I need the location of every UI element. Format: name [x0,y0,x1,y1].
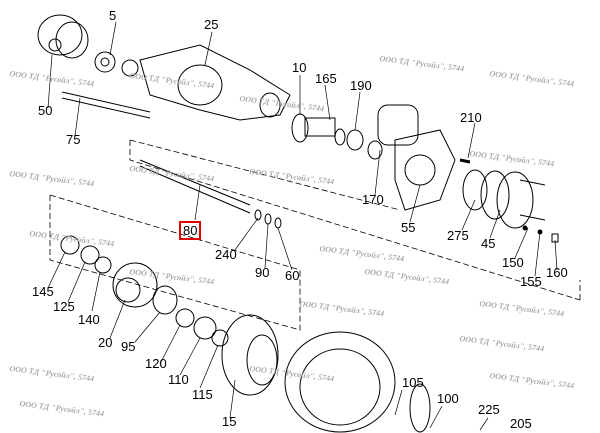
brake-chamber-190 [377,104,456,211]
part-label-25: 25 [204,17,219,32]
part-label-90: 90 [255,265,270,280]
stud-160 [551,233,559,243]
pin-210 [459,158,471,164]
slack-adjuster-center [100,57,110,67]
axle-shaft-75 [61,91,151,119]
part-label-125: 125 [53,299,75,314]
part-label-240: 240 [215,247,237,262]
part-label-275: 275 [447,228,469,243]
part-label-150: 150 [502,255,524,270]
part-label-210: 210 [460,110,482,125]
leader-lines [47,21,558,431]
axle-housing-part [139,44,291,121]
brake-drum-100 [284,331,431,433]
part-label-45: 45 [481,236,496,251]
part-label-120: 120 [145,356,167,371]
part-label-160: 160 [546,265,568,280]
assembly-outline [49,139,581,331]
brake-chamber-part [37,14,89,59]
part-label-80-highlighted: 80 [179,221,202,240]
part-label-115: 115 [192,387,213,402]
slack-adjuster-part [94,51,116,73]
part-label-190: 190 [350,78,372,93]
part-label-155: 155 [520,274,542,289]
part-label-95: 95 [121,339,136,354]
part-label-5: 5 [109,8,117,23]
part-label-15: 15 [222,414,237,429]
nut-155 [537,229,543,235]
part-label-205: 205 [510,416,532,431]
part-label-105: 105 [402,375,424,390]
hub-part [291,113,383,160]
part-label-60: 60 [285,268,300,283]
part-label-165: 165 [315,71,337,86]
washer-150 [522,225,528,231]
part-label-55: 55 [401,220,416,235]
part-label-110: 110 [168,372,189,387]
part-label-100: 100 [437,391,459,406]
wheel-hub-15 [221,314,279,396]
part-label-75: 75 [66,132,81,147]
part-label-140: 140 [78,312,100,327]
part-label-20: 20 [98,335,113,350]
part-label-10: 10 [292,60,307,75]
part-label-225: 225 [478,402,500,417]
wheel-hub-45 [462,169,546,229]
planetary-gear-parts [60,235,229,347]
part-label-170: 170 [362,192,384,207]
part-label-50: 50 [38,103,53,118]
part-label-145: 145 [32,284,54,299]
bracket-part [121,59,139,77]
